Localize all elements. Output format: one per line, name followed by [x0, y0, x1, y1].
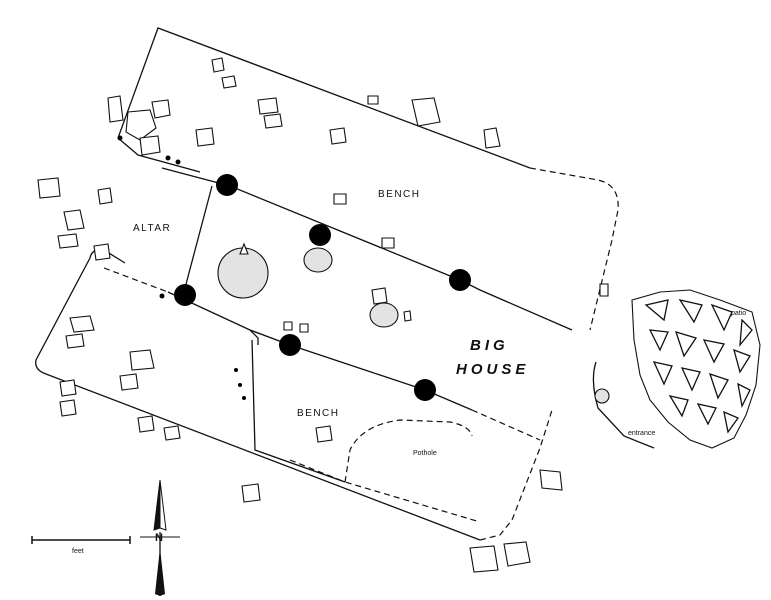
big-house-label-line1: BIG — [470, 337, 509, 354]
features — [217, 242, 412, 328]
fire-pit — [217, 247, 269, 299]
patio-label: patio — [731, 310, 746, 317]
scale-bar: feet — [31, 536, 131, 555]
pothole-outline — [344, 419, 473, 483]
bench-south-label: BENCH — [297, 408, 340, 419]
post-2 — [309, 224, 331, 246]
big-house-label-line2: HOUSE — [456, 361, 529, 378]
entrance-label: entrance — [628, 430, 655, 437]
post-5 — [279, 334, 301, 356]
north-arrow: N — [140, 479, 180, 596]
post-6 — [414, 379, 436, 401]
patio-stones — [592, 289, 761, 449]
fire-pit-marker — [239, 242, 249, 255]
drum-pit-large — [369, 302, 399, 328]
north-arrow-icon — [153, 479, 161, 531]
post-3 — [449, 269, 471, 291]
stones — [37, 57, 609, 573]
pothole-label: Pothole — [413, 450, 437, 457]
main-posts — [174, 174, 471, 401]
post-1 — [216, 174, 238, 196]
post-4 — [174, 284, 196, 306]
outer-wall — [35, 27, 619, 541]
bench-north-label: BENCH — [378, 189, 421, 200]
scale-bar-unit: feet — [72, 548, 84, 555]
north-letter: N — [155, 532, 163, 544]
post-holes — [117, 135, 246, 400]
altar-label: ALTAR — [133, 223, 171, 234]
drum-pit-small — [303, 247, 333, 273]
